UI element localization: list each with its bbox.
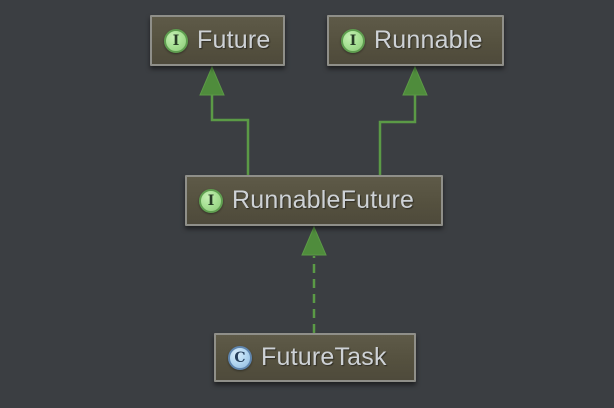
arrowhead-icon [199, 65, 225, 96]
node-futuretask[interactable]: C FutureTask [214, 333, 416, 382]
node-label-futuretask: FutureTask [261, 343, 387, 371]
arrowhead-icon [301, 225, 327, 256]
node-runnable[interactable]: I Runnable [327, 15, 504, 66]
class-icon: C [228, 345, 252, 370]
node-runnablefuture[interactable]: I RunnableFuture [185, 175, 443, 226]
node-future[interactable]: I Future [150, 15, 285, 66]
interface-icon: I [164, 28, 188, 53]
node-label-runnablefuture: RunnableFuture [232, 186, 415, 214]
edge-runnablefuture-extends-runnable[interactable] [378, 65, 428, 175]
arrowhead-icon [402, 65, 428, 96]
interface-icon: I [341, 28, 365, 53]
node-label-runnable: Runnable [374, 26, 483, 54]
node-label-future: Future [197, 26, 271, 54]
edge-runnablefuture-extends-future[interactable] [199, 65, 250, 175]
edge-futuretask-implements-runnablefuture[interactable] [301, 225, 327, 333]
interface-icon: I [199, 188, 223, 213]
